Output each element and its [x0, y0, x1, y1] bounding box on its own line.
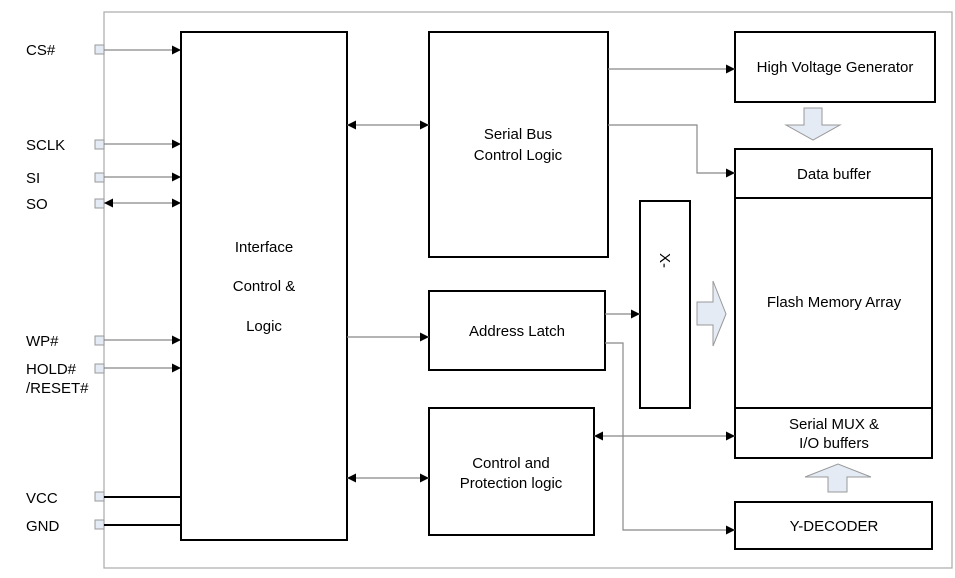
pin-so: SO	[26, 196, 181, 213]
pin-label-hold: HOLD#	[26, 361, 77, 378]
control-protection-block: Control and Protection logic	[428, 407, 595, 536]
data-buffer-label: Data buffer	[797, 166, 871, 183]
block-label: X-	[656, 253, 673, 268]
y-decoder-block: Y-DECODER	[734, 501, 933, 550]
connections	[347, 64, 735, 535]
chip-boundary	[103, 11, 953, 569]
block-label: High Voltage Generator	[757, 59, 914, 76]
pin-label-cs: CS#	[26, 42, 56, 59]
serial-mux-label: Serial MUX &	[789, 416, 879, 433]
block-label: Control Logic	[474, 147, 563, 164]
pin-label-gnd: GND	[26, 518, 60, 535]
pin-vcc: VCC	[26, 490, 181, 507]
block-label: Protection logic	[460, 475, 563, 492]
up-arrow-icon	[804, 463, 872, 493]
serial-bus-control-block: Serial Bus Control Logic	[428, 31, 609, 258]
right-arrow-icon	[696, 280, 727, 347]
pin-label-wp: WP#	[26, 333, 59, 350]
pin-label-sclk: SCLK	[26, 137, 65, 154]
io-buffers-label: I/O buffers	[799, 435, 869, 452]
block-label: Control and	[472, 455, 550, 472]
pin-label-si: SI	[26, 170, 40, 187]
memory-array-block: Data buffer Flash Memory Array Serial MU…	[734, 148, 933, 459]
address-latch-block: Address Latch	[428, 290, 606, 371]
pin-cs: CS#	[26, 42, 181, 59]
high-voltage-generator-block: High Voltage Generator	[734, 31, 936, 103]
pin-gnd: GND	[26, 518, 181, 535]
block-label: Address Latch	[469, 323, 565, 340]
down-arrow-icon	[784, 107, 842, 141]
pin-si: SI	[26, 170, 181, 187]
pin-wp: WP#	[26, 333, 181, 350]
block-label: Serial Bus	[484, 126, 552, 143]
pin-hold-reset: HOLD# /RESET#	[26, 361, 181, 397]
block-label: Y-DECODER	[790, 518, 879, 535]
block-label: Control &	[233, 278, 296, 295]
pin-label-reset: /RESET#	[26, 380, 89, 397]
block-label: Interface	[235, 239, 293, 256]
pin-label-so: SO	[26, 196, 48, 213]
block-label: Logic	[246, 318, 282, 335]
interface-control-logic-block: Interface Control & Logic	[180, 31, 348, 541]
pin-label-vcc: VCC	[26, 490, 58, 507]
flash-array-label: Flash Memory Array	[767, 294, 902, 311]
pin-sclk: SCLK	[26, 137, 181, 154]
x-decoder-block: X-	[639, 200, 691, 409]
